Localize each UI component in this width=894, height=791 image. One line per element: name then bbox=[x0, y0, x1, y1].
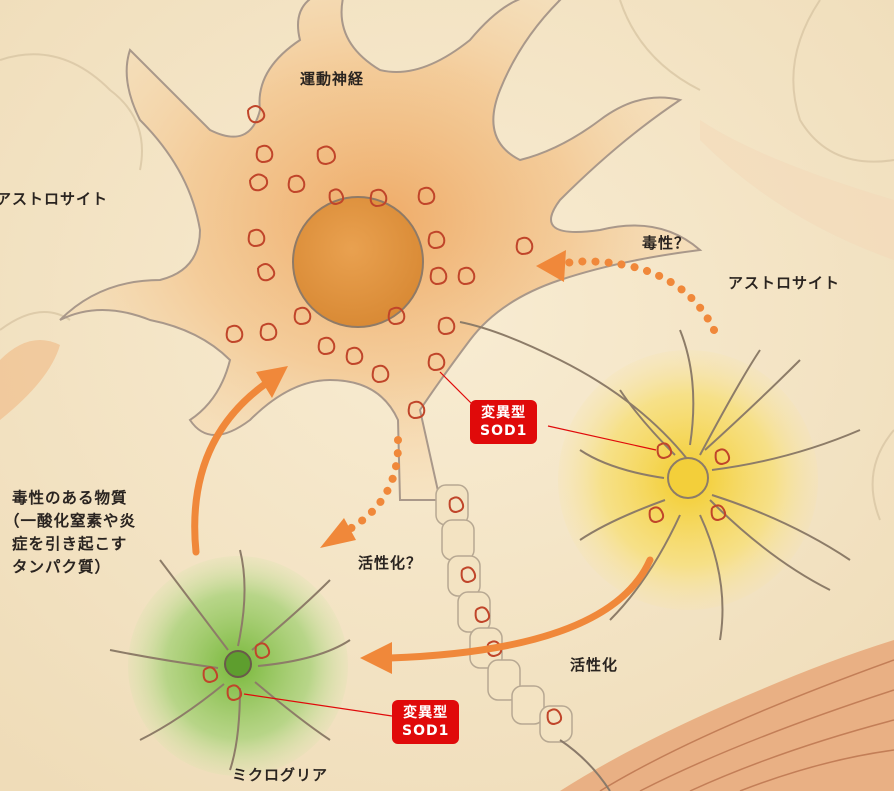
badge-microglia-bottom: SOD1 bbox=[402, 722, 449, 740]
microglia-nucleus bbox=[225, 651, 251, 677]
activation-question-label: 活性化？ bbox=[358, 552, 422, 573]
toxic-substance-label: 毒性のある物質 （一酸化窒素や炎 症を引き起こす タンパク質） bbox=[12, 487, 192, 579]
badge-neuron-top: 変異型 bbox=[480, 404, 527, 422]
microglia-label: ミクログリア bbox=[232, 764, 328, 785]
badge-neuron-bottom: SOD1 bbox=[480, 422, 527, 440]
toxic-substance-line-1: 毒性のある物質 bbox=[12, 487, 192, 510]
badge-microglia-top: 変異型 bbox=[402, 704, 449, 722]
toxic-substance-line-2: （一酸化窒素や炎 bbox=[4, 510, 192, 533]
astrocyte-nucleus bbox=[668, 458, 708, 498]
astrocyte-left-label: アストロサイト bbox=[0, 188, 108, 209]
toxicity-question-label: 毒性？ bbox=[642, 232, 690, 253]
toxic-substance-line-4: タンパク質） bbox=[12, 556, 192, 579]
activation-label: 活性化 bbox=[570, 654, 618, 675]
neuron-nucleus bbox=[293, 197, 423, 327]
mutant-sod1-badge-microglia: 変異型 SOD1 bbox=[392, 700, 459, 744]
astrocyte-right-label: アストロサイト bbox=[728, 272, 840, 293]
mutant-sod1-badge-neuron: 変異型 SOD1 bbox=[470, 400, 537, 444]
motor-neuron-label: 運動神経 bbox=[300, 68, 364, 89]
toxic-substance-line-3: 症を引き起こす bbox=[12, 533, 192, 556]
